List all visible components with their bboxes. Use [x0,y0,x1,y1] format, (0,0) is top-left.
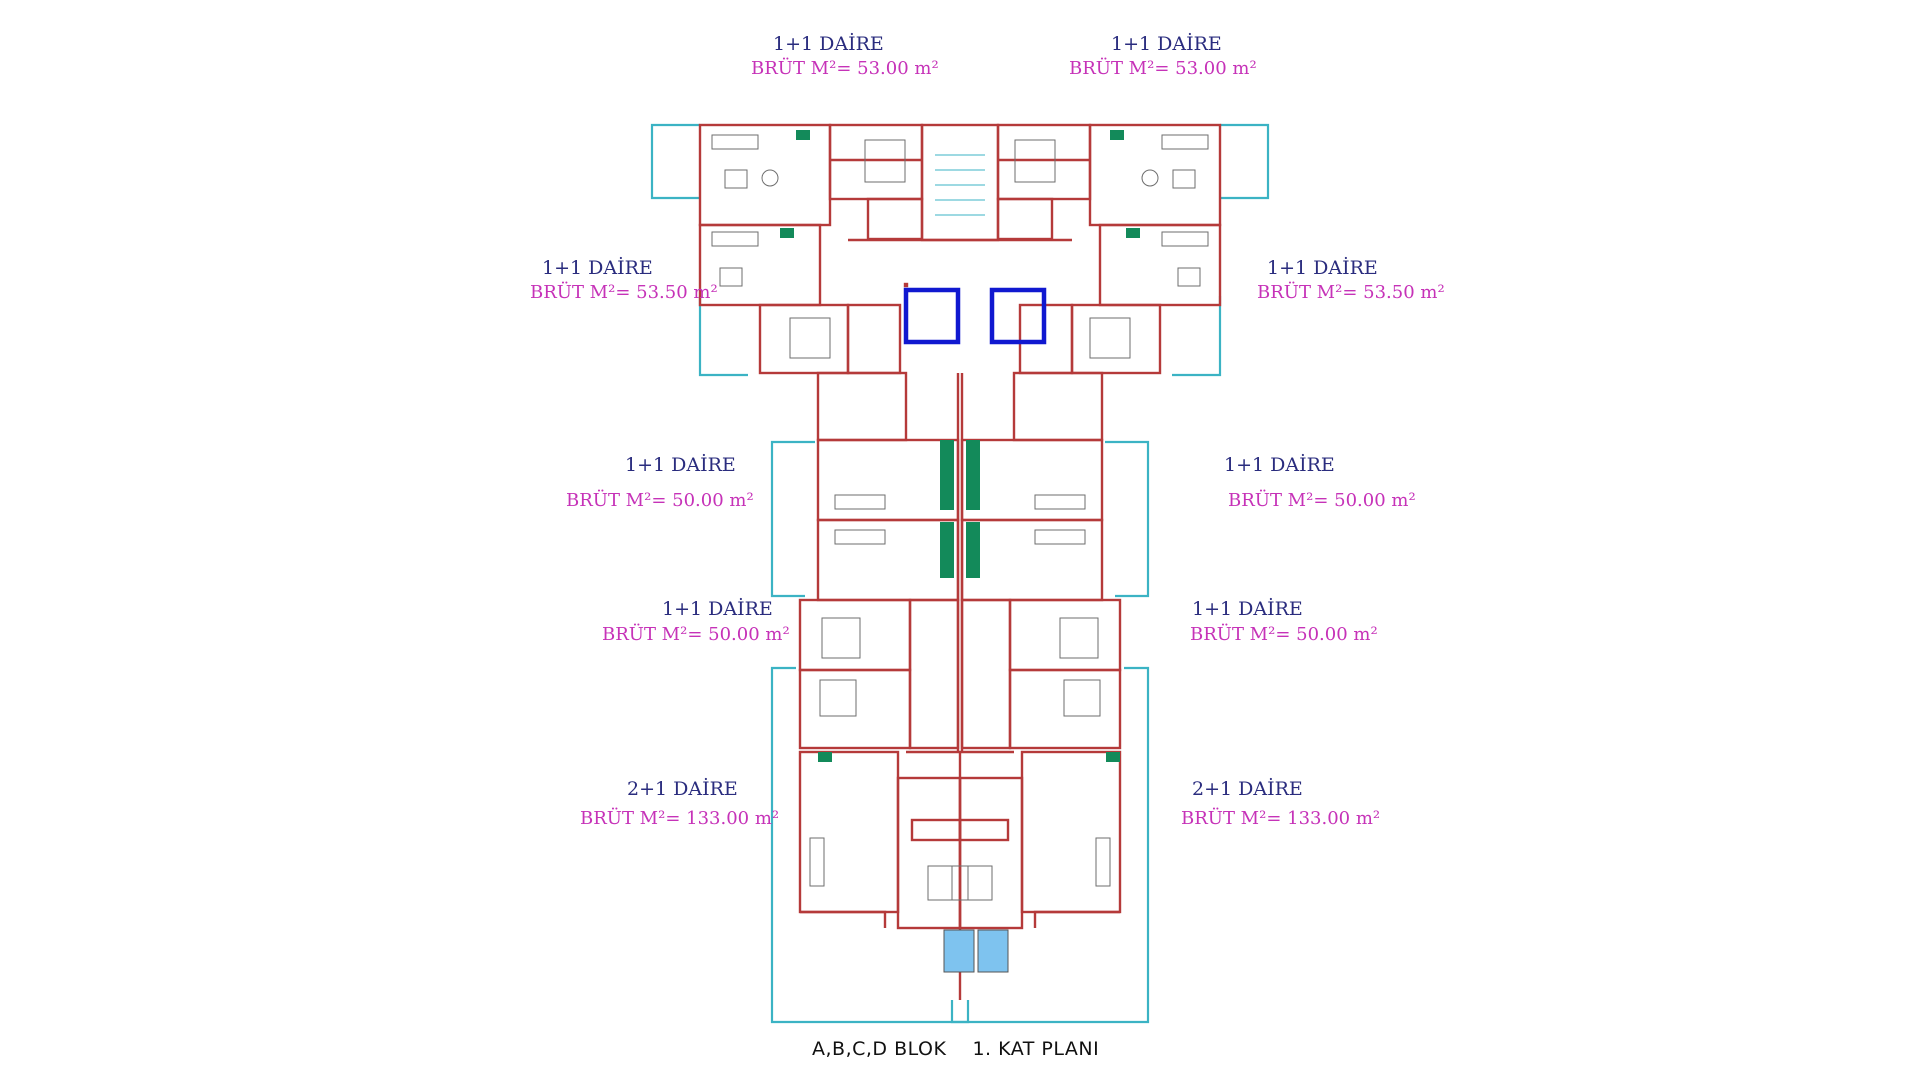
kitchens [780,130,1140,762]
elevator-shafts [903,287,1047,345]
balconies [650,123,1270,1024]
unit-type-label: 1+1 DAİRE [1192,598,1303,620]
unit-type-label: 1+1 DAİRE [1224,454,1335,476]
unit-area-label: BRÜT M²= 53.50 m² [530,282,718,303]
unit-area-label: BRÜT M²= 53.00 m² [751,58,939,79]
unit-area-label: BRÜT M²= 50.00 m² [566,490,754,511]
walls [698,123,1222,1000]
unit-type-label: 1+1 DAİRE [1111,33,1222,55]
unit-area-label: BRÜT M²= 133.00 m² [580,808,780,829]
furniture [711,134,1209,901]
unit-area-label: BRÜT M²= 53.00 m² [1069,58,1257,79]
unit-area-label: BRÜT M²= 50.00 m² [1228,490,1416,511]
windows [943,929,1009,973]
unit-type-label: 1+1 DAİRE [625,454,736,476]
unit-type-label: 2+1 DAİRE [627,778,738,800]
unit-type-label: 1+1 DAİRE [773,33,884,55]
unit-area-label: BRÜT M²= 50.00 m² [1190,624,1378,645]
unit-type-label: 2+1 DAİRE [1192,778,1303,800]
block-name: A,B,C,D BLOK [812,1038,947,1060]
floor-name: 1. KAT PLANI [972,1038,1100,1060]
unit-area-label: BRÜT M²= 50.00 m² [602,624,790,645]
unit-type-label: 1+1 DAİRE [542,257,653,279]
unit-type-label: 1+1 DAİRE [1267,257,1378,279]
plan-caption: A,B,C,D BLOK 1. KAT PLANI [812,1038,1099,1060]
unit-type-label: 1+1 DAİRE [662,598,773,620]
unit-area-label: BRÜT M²= 133.00 m² [1181,808,1381,829]
unit-area-label: BRÜT M²= 53.50 m² [1257,282,1445,303]
